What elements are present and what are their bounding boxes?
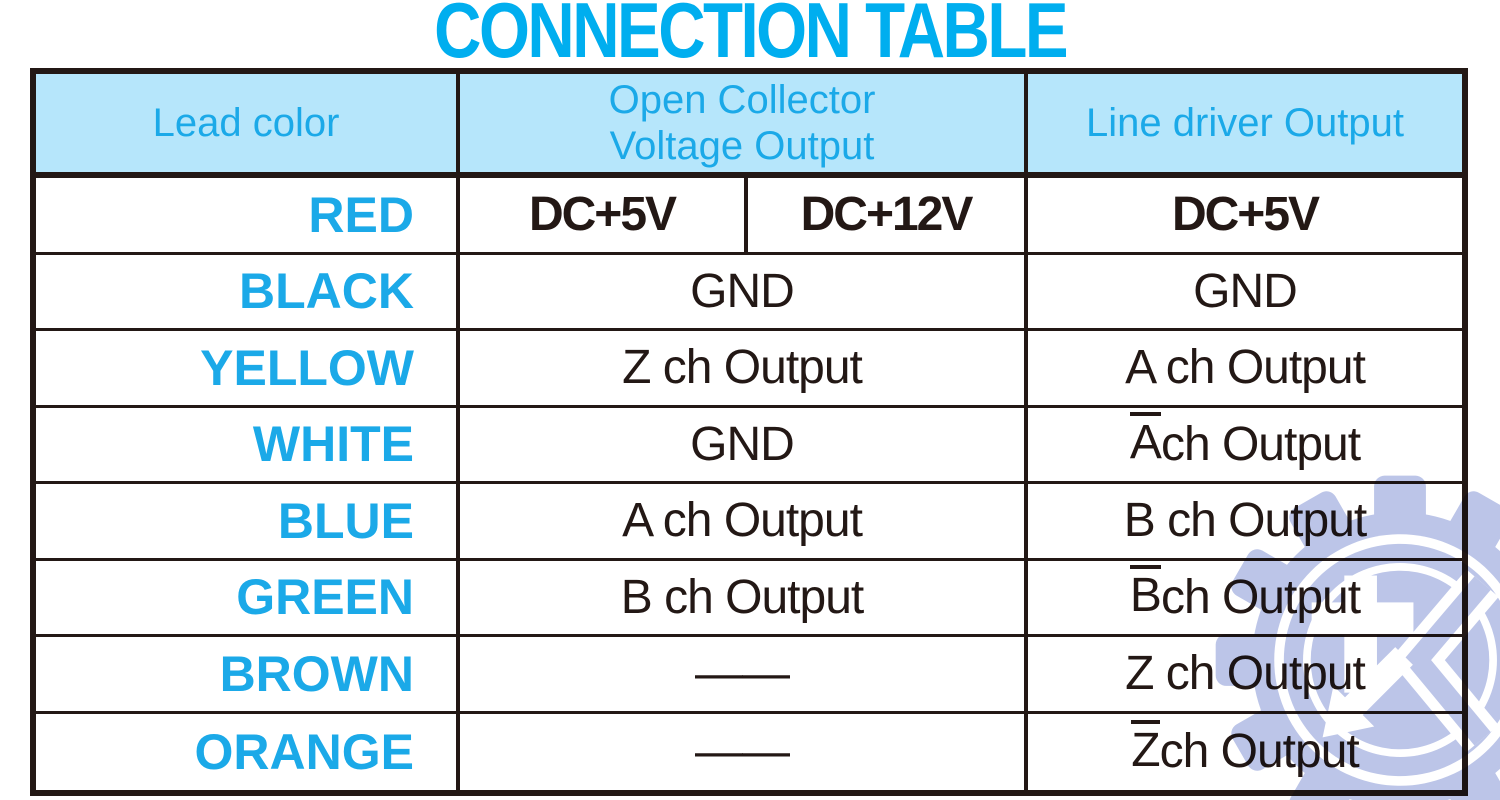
header-line-driver-label: Line driver Output — [1086, 101, 1404, 145]
header-lead-color: Lead color — [36, 74, 460, 178]
oc-cell-blue: A ch Output — [460, 484, 1028, 561]
oc-cell-white: GND — [460, 407, 1028, 484]
ld-cell-brown: Z ch Output — [1028, 637, 1462, 714]
ld-yellow-text: A ch Output — [1125, 341, 1366, 395]
ld-cell-orange: Z ch Output — [1028, 714, 1462, 791]
ld-brown-text: Z ch Output — [1125, 647, 1366, 701]
oc-cell-red: DC+5V DC+12V — [460, 178, 1028, 255]
oc-cell-yellow: Z ch Output — [460, 331, 1028, 408]
ld-orange-text: ch Output — [1159, 725, 1360, 779]
oc-cell-brown: —— — [460, 637, 1028, 714]
ld-cell-white: A ch Output — [1028, 408, 1462, 484]
ld-cell-red: DC+5V — [1028, 178, 1462, 255]
lead-color-red: RED — [36, 178, 460, 255]
header-open-collector-line2: Voltage Output — [609, 124, 875, 168]
connection-table: Lead color Open Collector Voltage Output… — [30, 68, 1468, 796]
ld-cell-yellow: A ch Output — [1028, 331, 1462, 408]
lead-color-blue: BLUE — [36, 484, 460, 561]
overline-mark: Z — [1131, 719, 1161, 776]
lead-color-orange: ORANGE — [36, 713, 460, 790]
oc-cell-orange: —— — [460, 713, 1028, 790]
ld-cell-black: GND — [1028, 255, 1462, 331]
ld-black-text: GND — [1193, 264, 1298, 318]
lead-color-green: GREEN — [36, 560, 460, 637]
ld-blue-text: B ch Output — [1123, 494, 1367, 548]
oc-cell-green: B ch Output — [460, 560, 1028, 637]
lead-color-brown: BROWN — [36, 637, 460, 714]
header-line-driver: Line driver Output — [1028, 74, 1462, 178]
overline-mark: A — [1129, 412, 1162, 468]
oc-red-12v: DC+12V — [800, 188, 974, 242]
header-open-collector-line1: Open Collector — [608, 78, 876, 122]
ld-cell-blue: B ch Output — [1028, 484, 1462, 561]
oc-cell-black: GND — [460, 254, 1028, 331]
ld-cell-green: B ch Output — [1028, 561, 1462, 637]
lead-color-yellow: YELLOW — [36, 331, 460, 408]
page-title: CONNECTION TABLE — [0, 0, 1500, 74]
header-lead-color-label: Lead color — [152, 101, 340, 145]
ld-white-text: ch Output — [1160, 417, 1361, 471]
ld-red-text: DC+5V — [1171, 188, 1320, 242]
header-open-collector: Open Collector Voltage Output — [460, 74, 1028, 178]
lead-color-black: BLACK — [36, 254, 460, 331]
page-title-text: CONNECTION TABLE — [434, 0, 1068, 74]
lead-color-white: WHITE — [36, 407, 460, 484]
overline-mark: B — [1129, 565, 1162, 621]
ld-green-text: ch Output — [1160, 570, 1361, 624]
oc-red-5v: DC+5V — [460, 178, 748, 252]
